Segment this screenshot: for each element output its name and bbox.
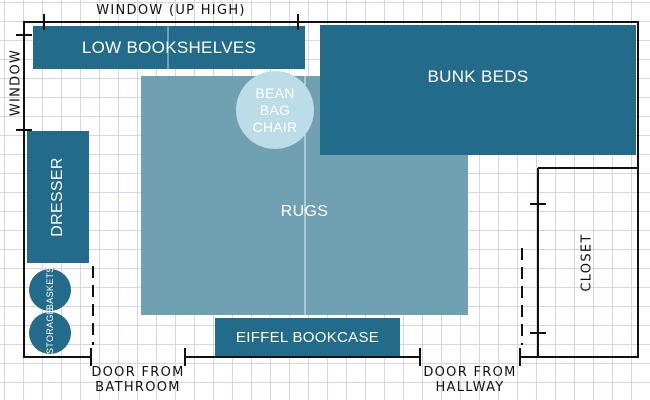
dresser-label: DRESSER bbox=[49, 157, 66, 237]
bean-bag-line-2: BAG bbox=[259, 101, 291, 118]
door-hallway-line-2: HALLWAY bbox=[435, 380, 505, 395]
side-window-label: WINDOW bbox=[8, 48, 24, 117]
storage-word: STORAGE bbox=[45, 308, 55, 354]
eiffel-bookcase-label: EIFFEL BOOKCASE bbox=[235, 328, 380, 346]
low-bookshelves bbox=[33, 26, 305, 69]
door-bathroom bbox=[90, 266, 186, 366]
bean-bag-chair-label: BEAN BAG CHAIR bbox=[236, 80, 314, 140]
low-bookshelves-label: LOW BOOKSHELVES bbox=[81, 37, 257, 57]
rugs-label: RUGS bbox=[280, 203, 329, 220]
bunk-beds-label: BUNK BEDS bbox=[427, 67, 529, 86]
door-bathroom-line-2: BATHROOM bbox=[95, 380, 181, 395]
bean-bag-line-3: CHAIR bbox=[252, 118, 298, 135]
closet-label: CLOSET bbox=[579, 233, 595, 292]
bean-bag-chair bbox=[236, 71, 314, 149]
baskets-word: BASKETS bbox=[45, 266, 55, 310]
door-bathroom-line-1: DOOR FROM bbox=[91, 365, 185, 380]
eiffel-bookcase bbox=[215, 318, 400, 356]
door-hallway-label: DOOR FROM HALLWAY bbox=[415, 365, 525, 395]
door-hallway-line-1: DOOR FROM bbox=[423, 365, 517, 380]
storage-basket-bottom bbox=[29, 312, 71, 354]
door-hallway bbox=[419, 248, 523, 366]
door-bathroom-label: DOOR FROM BATHROOM bbox=[88, 365, 188, 395]
storage-basket-top bbox=[29, 269, 71, 311]
bunk-beds bbox=[320, 25, 636, 155]
window-ticks bbox=[16, 14, 299, 131]
dresser bbox=[27, 131, 89, 263]
top-window-label: WINDOW (UP HIGH) bbox=[96, 3, 246, 18]
walls bbox=[23, 21, 639, 358]
closet bbox=[530, 167, 638, 357]
bean-bag-line-1: BEAN bbox=[255, 84, 295, 101]
